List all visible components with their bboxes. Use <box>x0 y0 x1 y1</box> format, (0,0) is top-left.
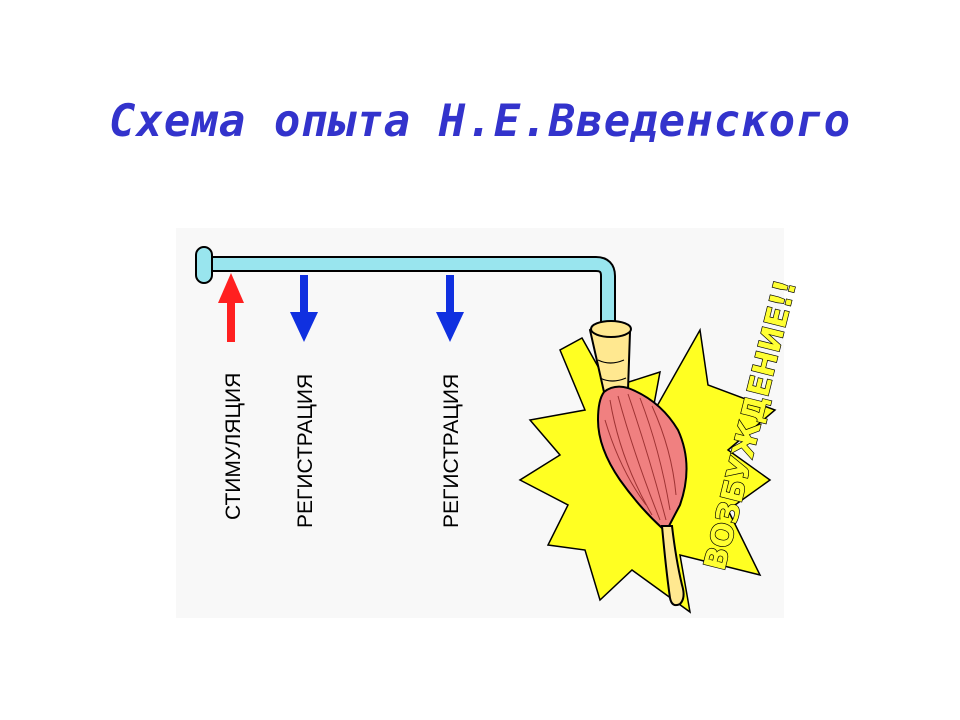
stimulation-arrow <box>218 273 244 342</box>
arrow-down-icon <box>436 312 464 342</box>
page-title: Схема опыта Н.Е.Введенского <box>108 96 852 147</box>
muscle <box>596 385 688 529</box>
registration-arrow-1 <box>290 275 318 342</box>
arrow-up-icon <box>218 273 244 303</box>
arrow-down-icon <box>290 312 318 342</box>
registration-arrow-2 <box>436 275 464 342</box>
tendon-lower <box>660 525 685 607</box>
registration-label-1: РЕГИСТРАЦИЯ <box>294 374 317 528</box>
stimulation-label: СТИМУЛЯЦИЯ <box>222 373 245 520</box>
registration-label-2: РЕГИСТРАЦИЯ <box>440 374 463 528</box>
nerve-end-cap <box>195 246 213 284</box>
